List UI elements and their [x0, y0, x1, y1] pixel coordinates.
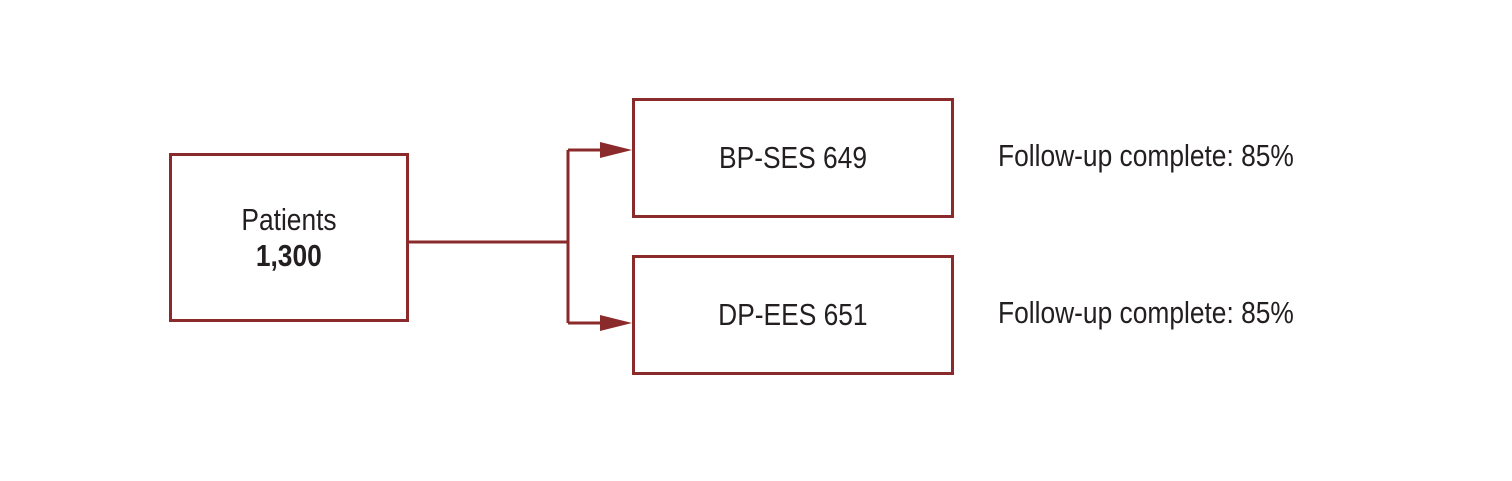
followup-text: Follow-up complete: 85% [998, 138, 1294, 173]
patients-label: Patients [241, 201, 337, 237]
arm-label: DP-EES 651 [718, 297, 868, 332]
arm-label: BP-SES 649 [719, 140, 867, 175]
followup-text: Follow-up complete: 85% [998, 295, 1294, 330]
arrow-icon [600, 315, 632, 331]
arm-box-bp-ses: BP-SES 649 [632, 98, 954, 218]
arrow-icon [600, 142, 632, 158]
arm-box-dp-ees: DP-EES 651 [632, 255, 954, 375]
patients-count: 1,300 [256, 237, 322, 273]
patients-box: Patients 1,300 [169, 153, 409, 322]
